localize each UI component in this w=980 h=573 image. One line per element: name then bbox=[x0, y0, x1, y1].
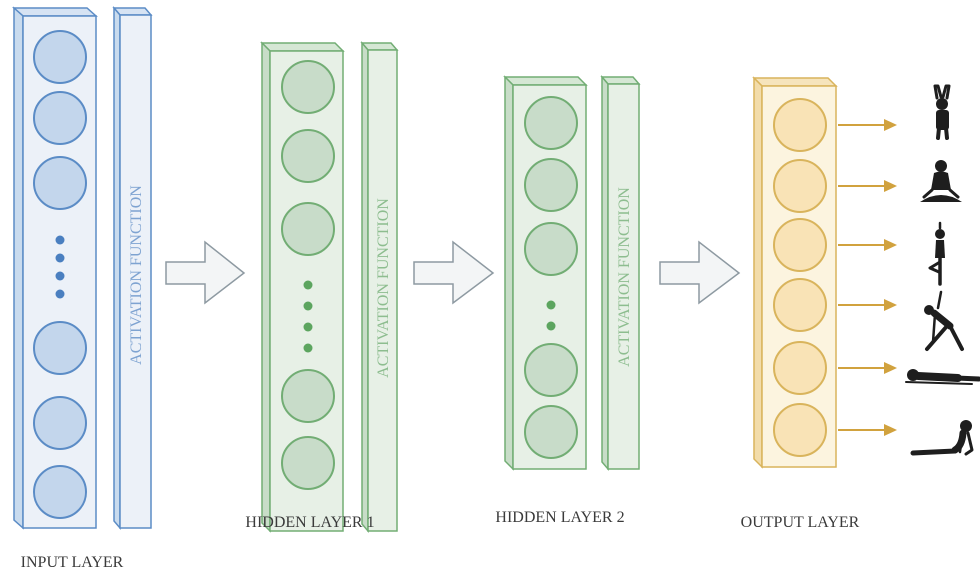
output-arrow bbox=[838, 239, 897, 251]
standing-pose-icon bbox=[933, 84, 951, 140]
hidden-1-node bbox=[281, 436, 335, 490]
hidden-2-activation-bar: ACTIVATION FUNCTION bbox=[600, 74, 641, 472]
hidden-1-node bbox=[281, 129, 335, 183]
input-activation-bar: ACTIVATION FUNCTION bbox=[112, 5, 153, 531]
input-node bbox=[33, 396, 87, 450]
flow-arrow bbox=[413, 240, 495, 305]
hidden-2-node bbox=[524, 158, 578, 212]
hidden-layer-1: ACTIVATION FUNCTION HIDDEN LAYER 1 bbox=[245, 40, 399, 534]
hidden-2-node bbox=[524, 343, 578, 397]
hidden-2-activation-label: ACTIVATION FUNCTION bbox=[616, 187, 633, 367]
hidden-1-ellipsis-dots bbox=[303, 280, 313, 353]
output-node bbox=[773, 341, 827, 395]
output-node bbox=[773, 159, 827, 213]
hidden-2-node bbox=[524, 222, 578, 276]
hidden-layer-2: ACTIVATION FUNCTION HIDDEN LAYER 2 bbox=[495, 74, 641, 526]
output-node bbox=[773, 98, 827, 152]
hidden-1-nodes bbox=[281, 60, 335, 490]
output-arrow bbox=[838, 424, 897, 436]
hidden-1-node bbox=[281, 60, 335, 114]
tree-pose-icon bbox=[928, 221, 945, 286]
output-layer: OUTPUT LAYER bbox=[741, 76, 897, 531]
hidden-1-activation-label: ACTIVATION FUNCTION bbox=[375, 198, 392, 378]
hidden-layer-1-label: HIDDEN LAYER 1 bbox=[245, 514, 374, 531]
input-node bbox=[33, 156, 87, 210]
output-arrow bbox=[838, 362, 897, 374]
output-node bbox=[773, 278, 827, 332]
triangle-pose-icon bbox=[924, 290, 964, 351]
output-arrows bbox=[838, 119, 897, 436]
output-arrow bbox=[838, 180, 897, 192]
hidden-2-node bbox=[524, 96, 578, 150]
hidden-2-node bbox=[524, 405, 578, 459]
hidden-2-nodes bbox=[524, 96, 578, 459]
output-node bbox=[773, 218, 827, 272]
input-layer: ACTIVATION FUNCTION INPUT LAYER bbox=[12, 5, 153, 571]
input-layer-column bbox=[12, 6, 98, 530]
output-arrow bbox=[838, 119, 897, 131]
input-ellipsis-dots bbox=[55, 235, 65, 299]
hidden-1-activation-bar: ACTIVATION FUNCTION bbox=[360, 40, 399, 534]
seated-meditation-pose-icon bbox=[920, 160, 962, 202]
output-layer-label: OUTPUT LAYER bbox=[741, 514, 860, 531]
hidden-2-ellipsis-dots bbox=[546, 300, 556, 331]
flow-arrow bbox=[165, 240, 246, 305]
output-nodes bbox=[773, 98, 827, 457]
output-arrow bbox=[838, 299, 897, 311]
input-node bbox=[33, 321, 87, 375]
output-node bbox=[773, 403, 827, 457]
flow-arrow bbox=[659, 240, 741, 305]
hidden-layer-2-label: HIDDEN LAYER 2 bbox=[495, 509, 624, 526]
input-node bbox=[33, 91, 87, 145]
input-node bbox=[33, 30, 87, 84]
input-activation-label: ACTIVATION FUNCTION bbox=[128, 185, 145, 365]
pose-icons bbox=[905, 84, 980, 456]
input-node bbox=[33, 465, 87, 519]
input-layer-label: INPUT LAYER bbox=[21, 554, 124, 571]
hidden-1-node bbox=[281, 369, 335, 423]
cobra-pose-icon bbox=[910, 420, 974, 456]
input-nodes bbox=[33, 30, 87, 519]
lying-pose-icon bbox=[905, 369, 980, 385]
hidden-1-node bbox=[281, 202, 335, 256]
